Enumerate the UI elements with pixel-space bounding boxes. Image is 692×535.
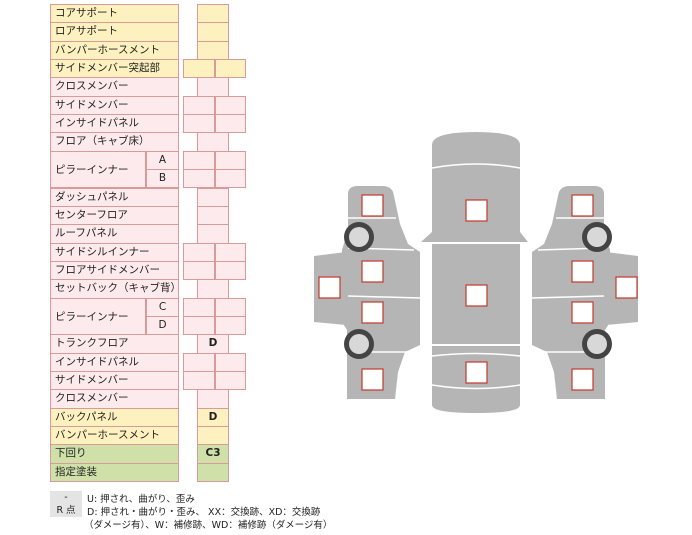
legend-key-1: R 点 (50, 504, 82, 517)
marker-hood[interactable] (465, 199, 488, 222)
legend-text-2: （ダメージ有）、W：補修跡、WD：補修跡（ダメージ有） (84, 520, 333, 531)
legend-text-0: U: 押され、曲がり、歪み (87, 494, 195, 505)
marker-left-rear-door[interactable] (361, 301, 384, 324)
marker-roof[interactable] (465, 284, 488, 307)
row-label-center-floor: センターフロア (50, 205, 179, 226)
row-label-cross-member-front: クロスメンバー (50, 77, 179, 97)
row-label-floor-side-member: フロアサイドメンバー (50, 260, 179, 281)
marker-left-front-fender[interactable] (361, 194, 384, 217)
mark-cell-pillar-d-right[interactable] (215, 315, 246, 336)
marker-right-rear-door[interactable] (571, 301, 594, 324)
row-label-pillar-c: C (146, 297, 179, 317)
marker-trunk[interactable] (465, 361, 488, 384)
row-label-floor-cab: フロア（キャブ床） (50, 132, 179, 152)
marker-right-front-fender[interactable] (571, 194, 594, 217)
mark-cell-designated-paint[interactable] (197, 462, 229, 483)
row-label-cross-member-rear: クロスメンバー (50, 389, 179, 409)
row-label-bumper-hose-front: バンパーホースメント (50, 40, 179, 61)
row-label-side-member-front: サイドメンバー (50, 95, 179, 116)
row-label-side-sill-inner: サイドシルインナー (50, 242, 179, 262)
mark-cell-side-member-rear-right[interactable] (215, 371, 246, 391)
mark-cell-pillar-b-right[interactable] (215, 169, 246, 189)
mark-cell-inside-panel-front-right[interactable] (215, 114, 246, 134)
marker-left-mirror[interactable] (318, 276, 341, 299)
marker-right-mirror[interactable] (615, 276, 638, 299)
marker-left-front-door[interactable] (361, 260, 384, 283)
row-label-designated-paint: 指定塗装 (50, 462, 179, 483)
wheel-front-right (582, 222, 612, 252)
row-label-side-member-protrusion: サイドメンバー突起部 (50, 59, 179, 79)
row-label-pillar-inner-ab: ピラーインナー (50, 150, 146, 189)
wheel-rear-right (582, 329, 612, 359)
mark-cell-side-member-protrusion-right[interactable] (215, 59, 246, 79)
row-label-side-member-rear: サイドメンバー (50, 371, 179, 391)
wheel-rear-left (344, 329, 374, 359)
mark-cell-floor-side-member-right[interactable] (215, 260, 246, 281)
row-label-pillar-inner-cd: ピラーインナー (50, 297, 146, 336)
row-label-inside-panel-front: インサイドパネル (50, 114, 179, 134)
legend-key-0: - (50, 491, 82, 504)
marker-right-front-door[interactable] (571, 260, 594, 283)
legend-text-1: D: 押され・曲がり・歪み、 XX：交換跡、XD：交換跡 (87, 507, 321, 518)
marker-left-rear-fender[interactable] (361, 368, 384, 391)
marker-right-rear-fender[interactable] (571, 368, 594, 391)
wheel-front-left (344, 222, 374, 252)
row-label-underbody: 下回り (50, 444, 179, 464)
